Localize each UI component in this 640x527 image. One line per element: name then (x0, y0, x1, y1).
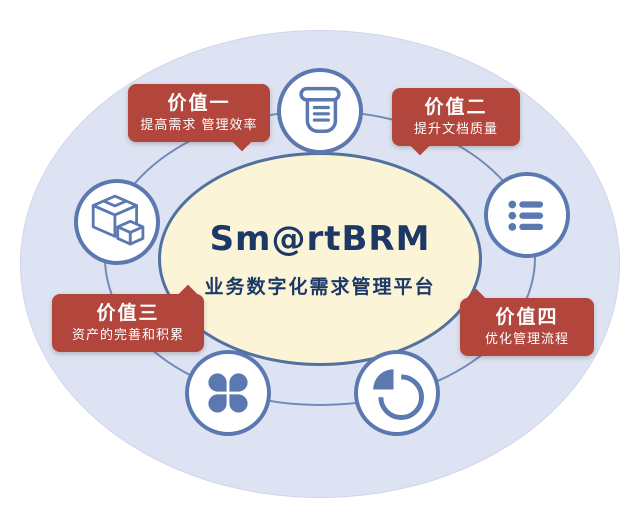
platform-subtitle: 业务数字化需求管理平台 (204, 276, 436, 298)
value-4-label: 价值四 (495, 306, 559, 328)
box-icon-node (74, 179, 160, 265)
clover-icon-node (185, 350, 271, 436)
scroll-icon (299, 86, 341, 134)
scroll-icon-node (277, 68, 363, 154)
value-2-label: 价值二 (424, 96, 488, 118)
center-panel: Sm@rtBRM 业务数字化需求管理平台 (158, 152, 482, 366)
platform-title: Sm@rtBRM (209, 219, 431, 259)
value-4-desc: 优化管理流程 (484, 331, 569, 347)
pie-chart-icon-node (354, 350, 440, 436)
value-2-desc: 提升文档质量 (413, 121, 498, 137)
value-badge-4: 价值四 优化管理流程 (460, 288, 594, 357)
list-icon-node (484, 172, 570, 258)
value-3-label: 价值三 (96, 302, 160, 324)
clover-icon (208, 373, 248, 413)
box-icon (91, 194, 145, 246)
value-3-desc: 资产的完善和积累 (71, 327, 184, 343)
value-badge-3: 价值三 资产的完善和积累 (52, 284, 204, 353)
value-1-label: 价值一 (167, 92, 231, 114)
pie-chart-icon (373, 369, 424, 420)
value-badge-1: 价值一 提高需求 管理效率 (128, 84, 270, 152)
list-icon (508, 200, 544, 231)
value-badge-2: 价值二 提升文档质量 (392, 88, 520, 156)
value-1-desc: 提高需求 管理效率 (140, 117, 258, 133)
